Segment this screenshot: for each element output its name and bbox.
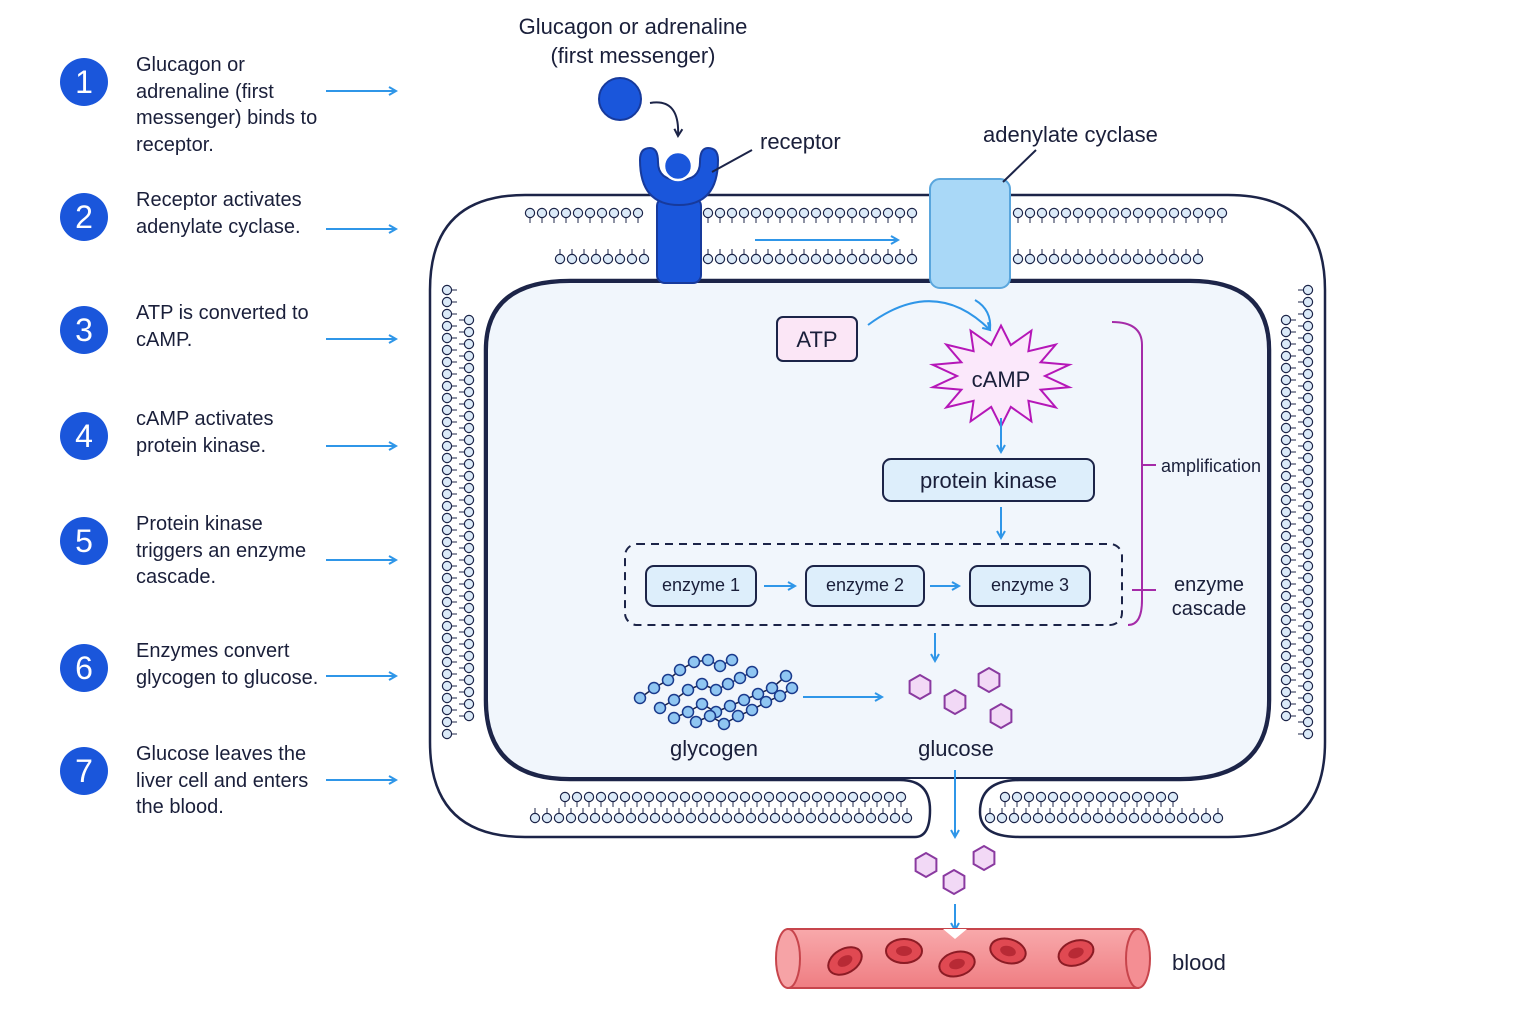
glucose-hexagon [908, 673, 932, 701]
blood-label: blood [1172, 950, 1226, 975]
receptor-label: receptor [760, 129, 841, 154]
step-badge: 3 [60, 306, 108, 354]
red-blood-cell [827, 946, 863, 976]
first-messenger-label: Glucagon or adrenaline (first messenger) [470, 12, 796, 70]
adenylate-cyclase [929, 178, 1011, 289]
amplification-label: amplification [1161, 456, 1262, 476]
glycogen-molecule [633, 653, 799, 731]
adenylate-cyclase-leader-line [1002, 149, 1037, 183]
first-messenger-molecule [598, 77, 642, 121]
red-blood-cell [1057, 939, 1095, 967]
glucose-hexagon [977, 666, 1001, 694]
step-badge: 7 [60, 747, 108, 795]
enzyme-3-label: enzyme 3 [990, 575, 1070, 595]
glucose-hexagon [914, 851, 938, 879]
step-text: Glucagon or adrenaline (first messenger)… [136, 54, 318, 156]
blood-vessel [775, 928, 1151, 989]
cell-membrane [428, 193, 1327, 839]
glucose-hexagon [972, 844, 996, 872]
enzyme-1-box [645, 565, 757, 607]
receptor [638, 146, 720, 284]
released-glucose-molecules [914, 844, 996, 896]
atp-label: ATP [796, 327, 838, 352]
step-badge: 5 [60, 517, 108, 565]
binding-arrow [649, 101, 678, 136]
receptor-leader-line [711, 149, 753, 173]
step-text: Glucose leaves the liver cell and enters… [136, 743, 309, 818]
step-text: ATP is converted to cAMP. [136, 302, 309, 351]
ac-to-camp-arrow [974, 299, 992, 331]
atp-box [776, 316, 858, 362]
step-badge: 1 [60, 58, 108, 106]
glucose-label: glucose [918, 736, 994, 761]
glucose-hexagon [942, 868, 966, 896]
enzyme-3-box [969, 565, 1091, 607]
step-text: cAMP activates protein kinase. [136, 408, 274, 457]
step-text: Receptor activates adenylate cyclase. [136, 189, 302, 238]
glucose-hexagon [943, 688, 967, 716]
step-badge: 6 [60, 644, 108, 692]
red-blood-cell [938, 950, 976, 978]
glycogen-label: glycogen [669, 736, 759, 761]
first-messenger-label-line1: Glucagon or adrenaline [518, 14, 748, 39]
step-text: Enzymes convert glycogen to glucose. [136, 640, 319, 689]
glucose-hexagon [989, 702, 1013, 730]
red-blood-cell [885, 938, 923, 964]
step-arrows [326, 91, 396, 780]
protein-kinase-label: protein kinase [920, 468, 1057, 493]
atp-to-camp-arrow [867, 300, 990, 330]
step-badge: 2 [60, 193, 108, 241]
enzyme-2-box [805, 565, 925, 607]
step-text: Protein kinase triggers an enzyme cascad… [136, 513, 307, 588]
step-badge: 4 [60, 412, 108, 460]
protein-kinase-box [882, 458, 1095, 502]
enzyme-cascade-box [624, 543, 1123, 626]
camp-label: cAMP [971, 367, 1031, 392]
enzyme-cascade-label-line2: cascade [1171, 598, 1247, 620]
enzyme-cascade-label-line1: enzyme [1173, 574, 1245, 596]
red-blood-cell [989, 937, 1027, 965]
enzyme-2-label: enzyme 2 [825, 575, 905, 595]
enzyme-1-label: enzyme 1 [661, 575, 741, 595]
first-messenger-label-line2: (first messenger) [550, 43, 716, 68]
adenylate-cyclase-label: adenylate cyclase [983, 122, 1158, 147]
amplification-bracket [1111, 321, 1143, 626]
enzyme-cascade-label: enzyme cascade [1166, 573, 1252, 621]
glucose-molecules [908, 666, 1013, 730]
